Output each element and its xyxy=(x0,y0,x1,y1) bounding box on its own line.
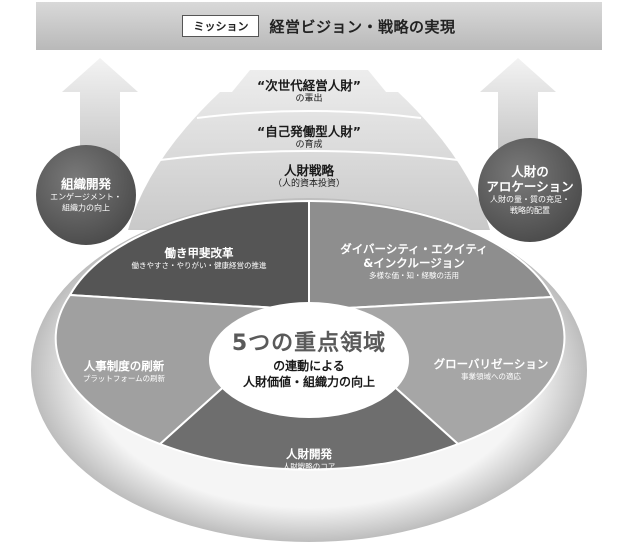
pyramid-level3-sub: （人的資本投資） xyxy=(272,179,346,189)
center-sub2: 人財価値・組織力の向上 xyxy=(242,375,375,389)
pyramid-divider-1 xyxy=(196,110,422,119)
left-circle-sub1: エンゲージメント・ xyxy=(50,192,122,202)
pyramid-level1-sub: の輩出 xyxy=(295,94,323,104)
pyramid-divider-2 xyxy=(159,150,459,161)
segment-global-sub: 事業領域への適応 xyxy=(461,372,521,381)
left-circle-label: 組織開発 エンゲージメント・ 組織力の向上 xyxy=(50,177,122,214)
segment-work-sub: 働きやすさ・やりがい・健康経営の推進 xyxy=(131,261,267,270)
pyramid-level2-main: “自己発働型人財” xyxy=(257,124,361,139)
left-circle xyxy=(36,145,136,245)
pyramid-level2-sub: の育成 xyxy=(295,140,323,150)
pyramid-level1-main: “次世代経営人財” xyxy=(257,78,361,93)
right-circle-main2: アロケーション xyxy=(486,179,574,194)
segment-development-main: 人財開発 xyxy=(286,447,332,461)
center-title: 5つの重点領域 xyxy=(231,331,387,356)
segment-diversity-sub: 多様な価・知・経験の活用 xyxy=(369,271,459,280)
pyramid-level1-label: “次世代経営人財” の輩出 xyxy=(257,78,361,105)
pyramid-level3-main: 人財戦略 xyxy=(283,163,335,178)
right-circle-label: 人財の アロケーション 人財の量・質の充足・ 戦略的配置 xyxy=(486,164,573,216)
center-label: 5つの重点領域 の連動による 人財価値・組織力の向上 xyxy=(232,330,386,390)
segment-global-main: グローバリゼーション xyxy=(433,357,549,371)
segment-diversity-main2: &インクルージョン xyxy=(363,256,465,270)
segment-work-main: 働き甲斐改革 xyxy=(164,246,234,260)
right-circle-sub2: 戦略的配置 xyxy=(509,206,550,215)
segment-development-label: 人財開発 人財戦略のコア xyxy=(283,447,336,473)
segment-diversity-label: ダイバーシティ・エクイティ &インクルージョン 多様な価・知・経験の活用 xyxy=(340,242,487,282)
mission-tag: ミッション xyxy=(182,15,260,37)
mission-title: 経営ビジョン・戦略の実現 xyxy=(269,17,456,36)
right-circle-main1: 人財の xyxy=(511,164,549,179)
left-circle-sub2: 組織力の向上 xyxy=(62,203,110,213)
segment-work-label: 働き甲斐改革 働きやすさ・やりがい・健康経営の推進 xyxy=(132,246,267,272)
mission-banner: ミッション 経営ビジョン・戦略の実現 xyxy=(36,2,602,50)
pyramid-level3-label: 人財戦略 （人的資本投資） xyxy=(273,163,345,190)
segment-diversity xyxy=(308,199,554,312)
segment-system-main: 人事制度の刷新 xyxy=(83,359,165,373)
left-circle-main: 組織開発 xyxy=(60,176,111,192)
right-circle xyxy=(478,138,582,242)
center-sub1: の連動による xyxy=(273,359,345,373)
center-ellipse xyxy=(209,302,409,418)
right-circle-sub1: 人財の量・質の充足・ xyxy=(489,195,570,204)
segment-system-label: 人事制度の刷新 プラットフォームの刷新 xyxy=(83,359,165,385)
segment-system-sub: プラットフォームの刷新 xyxy=(82,374,166,383)
segment-diversity-main1: ダイバーシティ・エクイティ xyxy=(340,242,488,256)
pyramid-level2-label: “自己発働型人財” の育成 xyxy=(257,124,361,151)
segment-global-label: グローバリゼーション 事業領域への適応 xyxy=(434,357,549,383)
segment-work xyxy=(68,199,310,312)
segment-development-sub: 人財戦略のコア xyxy=(282,462,336,471)
